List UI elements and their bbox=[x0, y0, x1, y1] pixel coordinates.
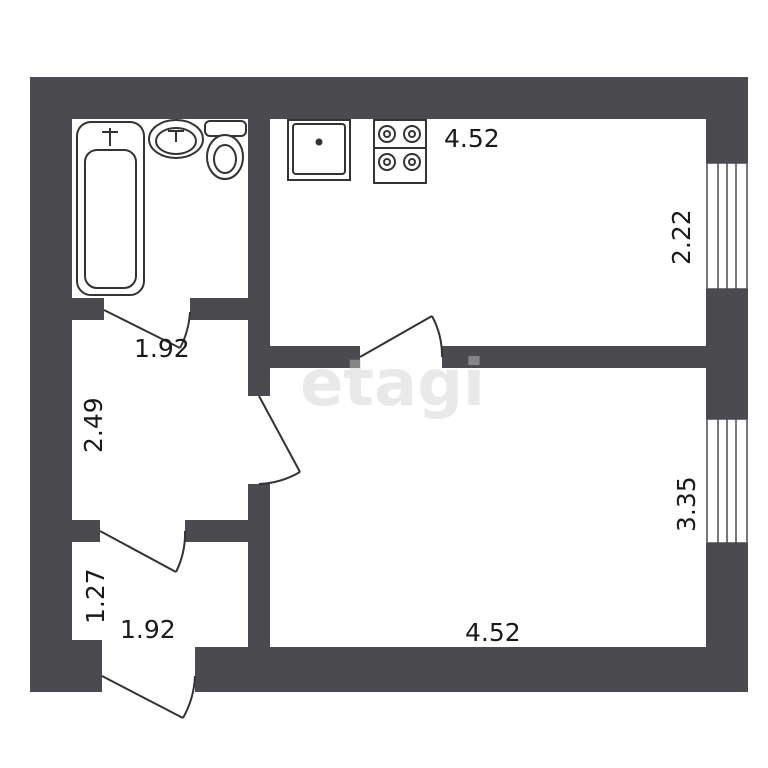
wall-kitchen-bottom-left bbox=[248, 346, 360, 368]
door-icon bbox=[99, 530, 187, 573]
door-icon bbox=[258, 395, 301, 485]
wall-hall-right-upper bbox=[248, 346, 270, 396]
wall-top bbox=[30, 77, 748, 119]
wall-bath-bottom-left bbox=[72, 298, 104, 320]
wall-entry-top-left bbox=[72, 520, 100, 542]
door-icon bbox=[101, 675, 196, 719]
wall-bottom bbox=[195, 647, 748, 692]
wall-hall-right-lower bbox=[248, 484, 270, 669]
dimension-kitchen-width: 2.22 bbox=[667, 209, 696, 265]
wall-kitchen-bottom-right bbox=[442, 346, 748, 368]
wall-right-bottom bbox=[706, 543, 748, 692]
window-icon bbox=[706, 418, 748, 544]
wall-right-top bbox=[706, 77, 748, 163]
kitchen-sink-icon bbox=[287, 119, 351, 181]
dimension-room-length: 4.52 bbox=[465, 618, 521, 647]
dimension-room-width: 3.35 bbox=[672, 476, 701, 532]
bathtub-icon bbox=[76, 121, 145, 296]
wall-left-notch bbox=[30, 640, 102, 692]
watermark: etagi bbox=[300, 347, 485, 421]
dimension-bathroom-width: 1.92 bbox=[134, 334, 190, 363]
toilet-icon bbox=[204, 120, 247, 180]
window-icon bbox=[706, 162, 748, 290]
wall-bath-right bbox=[248, 119, 270, 349]
stove-icon bbox=[373, 119, 427, 184]
wall-bath-bottom-right bbox=[190, 298, 270, 320]
dimension-entry-width: 1.92 bbox=[120, 615, 176, 644]
dimension-hall-length: 2.49 bbox=[79, 397, 108, 453]
sink-icon bbox=[148, 119, 204, 159]
dimension-kitchen-length: 4.52 bbox=[444, 124, 500, 153]
walls bbox=[30, 77, 748, 692]
door-icon bbox=[359, 315, 444, 358]
wall-entry-top-right bbox=[185, 520, 270, 542]
door-icon bbox=[103, 309, 191, 349]
wall-left-upper bbox=[30, 77, 72, 645]
dimension-entry-length: 1.27 bbox=[81, 568, 110, 624]
